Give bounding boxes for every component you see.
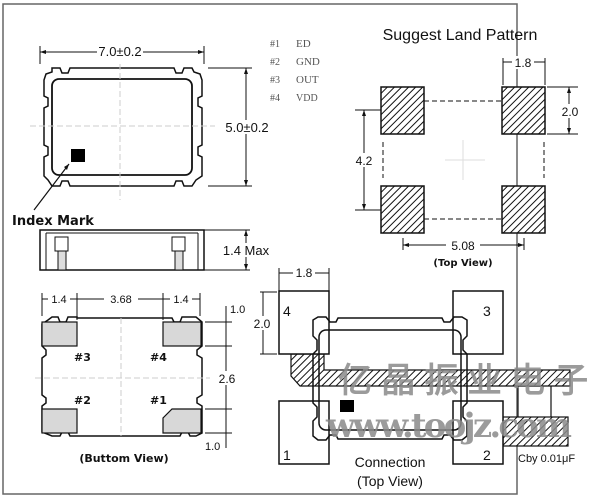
pin-name: OUT [296, 74, 319, 86]
dim-pad-width-right: 1.4 [173, 294, 188, 306]
package-lid [51, 78, 193, 176]
pin-name: ED [296, 38, 311, 50]
bypass-capacitor-label: Cby 0.01μF [518, 453, 575, 465]
connection-caption: Connection [355, 454, 426, 470]
height-dimension: 5.0±0.2 [225, 120, 268, 135]
conn-pad-number-3: 3 [483, 303, 491, 319]
land-pad [501, 185, 546, 234]
pin-number: #4 [270, 93, 280, 104]
gnd-trace [290, 353, 571, 387]
conn-pad-number-1: 1 [283, 447, 291, 463]
dim-pad-spacing: 3.68 [110, 294, 131, 306]
pin-number: #3 [270, 75, 280, 86]
bottom-view-caption: (Buttom View) [79, 452, 168, 465]
conn-pad-number-4: 4 [283, 303, 291, 319]
dim-pad-height-bottom: 1.0 [205, 441, 220, 453]
conn-index-mark [340, 400, 354, 412]
pin-table: #1 ED #2 GND #3 OUT #4 VDD [270, 38, 320, 104]
land-horizontal-pitch: 5.08 [451, 239, 475, 253]
connection-view: 1.8 2.0 4 3 1 2 Cby 0.01μF Connection (T… [251, 266, 575, 489]
pin-label-3: #3 [74, 351, 91, 364]
land-vertical-pitch: 4.2 [356, 154, 373, 168]
conn-package-lid [318, 329, 462, 431]
pin-name: VDD [296, 93, 318, 104]
pin-number: #1 [270, 39, 280, 50]
conn-package-outline [312, 316, 468, 441]
pin-label-4: #4 [150, 351, 167, 364]
dim-pad-gap: 2.6 [219, 372, 236, 386]
pin-label-2: #2 [74, 394, 91, 407]
land-pad [380, 86, 425, 135]
top-view: 7.0±0.2 Index Mark 5.0±0.2 [12, 44, 272, 229]
drawing-frame [2, 3, 518, 495]
land-pad [501, 86, 546, 135]
land-pad [380, 185, 425, 234]
package-outline [43, 67, 203, 187]
bottom-pad-3 [41, 321, 78, 347]
bottom-pad-1 [162, 408, 202, 434]
conn-pad-number-2: 2 [483, 447, 491, 463]
bottom-pad-2 [41, 408, 78, 434]
pin-label-1: #1 [150, 394, 167, 407]
bottom-pad-4 [162, 321, 202, 347]
vdd-trace [502, 416, 569, 447]
conn-pad-height: 2.0 [254, 317, 271, 331]
land-pattern-caption: (Top View) [433, 258, 492, 269]
side-height-dimension: 1.4 Max [223, 243, 270, 258]
conn-pad-width: 1.8 [296, 266, 313, 280]
land-pattern: Suggest Land Pattern 1.8 2.0 4.2 [352, 27, 584, 269]
land-pad-width: 1.8 [515, 56, 532, 70]
pin-name: GND [296, 56, 320, 68]
land-pad-height: 2.0 [562, 105, 579, 119]
dim-pad-height-top: 1.0 [230, 304, 245, 316]
index-mark [71, 149, 85, 162]
width-dimension: 7.0±0.2 [98, 44, 141, 59]
index-mark-label: Index Mark [12, 214, 94, 229]
bottom-view: 1.4 3.68 1.4 #3 #4 #2 #1 1.0 2.6 1.0 (Bu… [35, 292, 245, 465]
land-pattern-title: Suggest Land Pattern [383, 27, 538, 44]
dim-pad-width-left: 1.4 [51, 294, 66, 306]
bottom-outline [41, 316, 203, 437]
connection-subcaption: (Top View) [357, 473, 423, 489]
pin-number: #2 [270, 57, 280, 68]
side-view: 1.4 Max [39, 229, 270, 271]
conn-pad-4 [278, 290, 330, 355]
conn-pad-1 [278, 400, 330, 465]
watermark-url: www.toojz.com [325, 406, 572, 446]
